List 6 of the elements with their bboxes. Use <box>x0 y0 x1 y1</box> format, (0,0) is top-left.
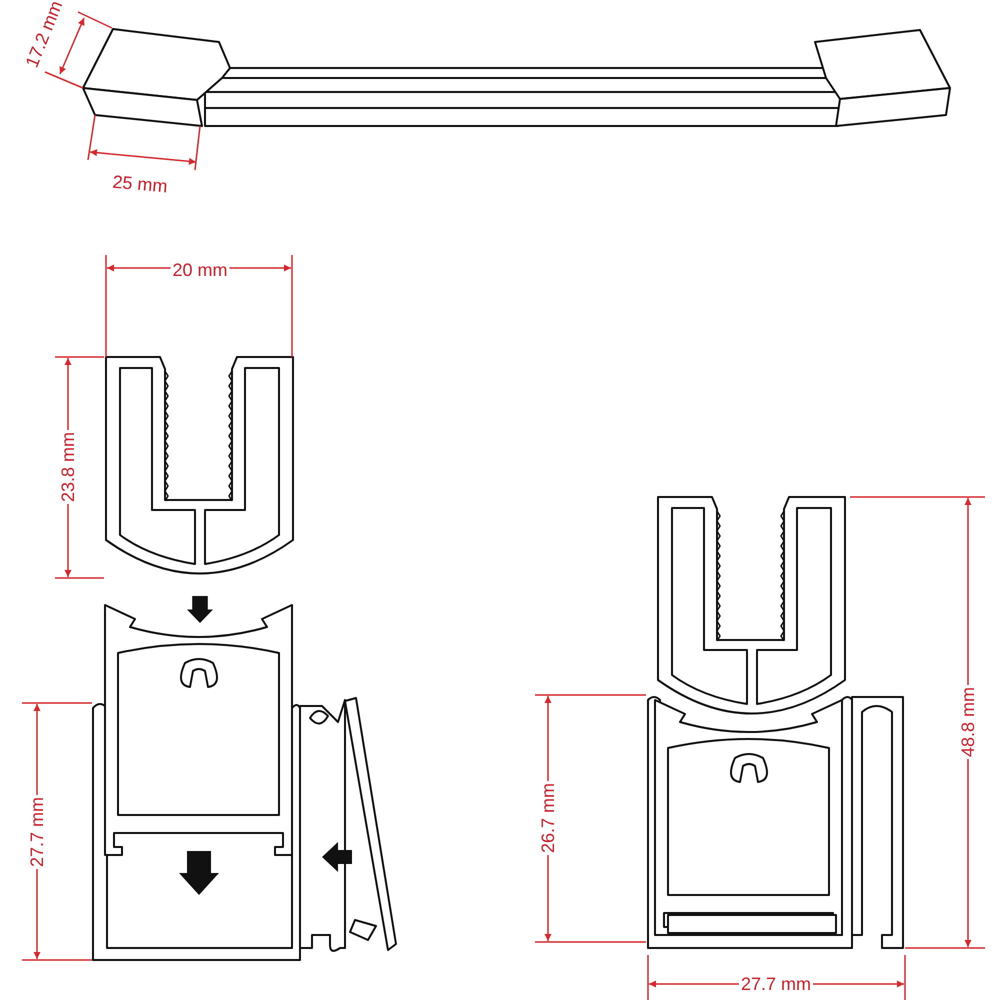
dimension-label: 27.7 mm <box>28 794 46 870</box>
dimension-label: 20 mm <box>170 261 230 279</box>
dimension-label: 23.8 mm <box>59 430 77 504</box>
dimension-label: 27.7 mm <box>738 975 814 993</box>
dimension-label: 26.7 mm <box>539 780 557 856</box>
dimension-label: 48.8 mm <box>959 684 977 760</box>
